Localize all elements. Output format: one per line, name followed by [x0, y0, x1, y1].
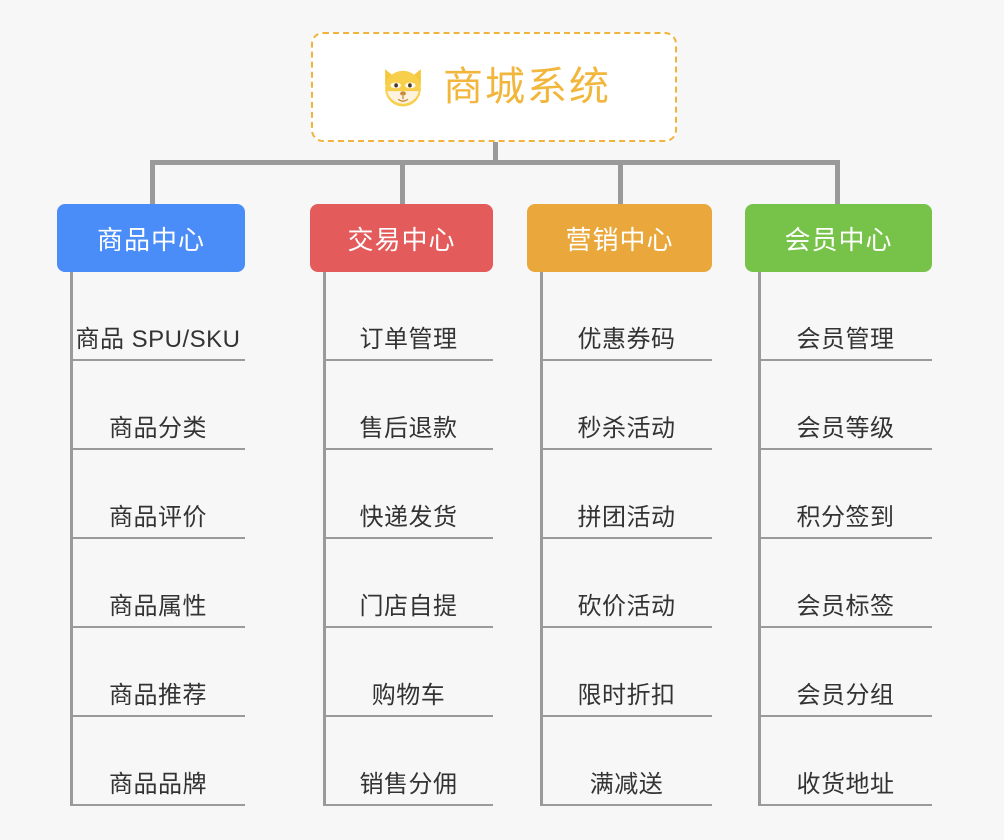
leaf-label: 订单管理 [359, 326, 458, 353]
leaf-list-3: 会员管理 会员等级 积分签到 会员标签 会员分组 收货地址 [745, 272, 932, 806]
leaf-item[interactable]: 限时折扣 [541, 628, 712, 717]
connector-trunk [493, 142, 498, 164]
leaf-label: 购物车 [371, 682, 446, 709]
leaf-label: 优惠券码 [577, 326, 676, 353]
leaf-label: 拼团活动 [577, 504, 676, 531]
leaf-item[interactable]: 商品评价 [71, 450, 245, 539]
leaf-label: 会员管理 [796, 326, 895, 353]
leaf-label: 商品属性 [109, 593, 207, 620]
leaf-item[interactable]: 砍价活动 [541, 539, 712, 628]
leaf-item[interactable]: 订单管理 [324, 272, 493, 361]
connector-drop-2 [400, 160, 405, 206]
leaf-item[interactable]: 快递发货 [324, 450, 493, 539]
leaf-item[interactable]: 会员标签 [759, 539, 932, 628]
root-node-mall-system[interactable]: 商城系统 [311, 32, 677, 142]
connector-drop-1 [150, 160, 155, 206]
leaf-item[interactable]: 销售分佣 [324, 717, 493, 806]
category-title-3: 会员中心 [784, 224, 893, 255]
leaf-label: 商品分类 [109, 415, 207, 442]
leaf-spine-3 [758, 272, 761, 806]
leaf-item[interactable]: 优惠券码 [541, 272, 712, 361]
leaf-item[interactable]: 商品推荐 [71, 628, 245, 717]
connector-drop-3 [618, 160, 623, 206]
column-member-center: 会员中心 会员管理 会员等级 积分签到 会员标签 会员分组 收货地址 [745, 204, 932, 806]
leaf-item[interactable]: 满减送 [541, 717, 712, 806]
leaf-spine-1 [323, 272, 326, 806]
category-header-0[interactable]: 商品中心 [57, 204, 245, 272]
leaf-list-0: 商品 SPU/SKU 商品分类 商品评价 商品属性 商品推荐 商品品牌 [57, 272, 245, 806]
leaf-list-1: 订单管理 售后退款 快递发货 门店自提 购物车 销售分佣 [310, 272, 493, 806]
leaf-label: 秒杀活动 [577, 415, 676, 442]
category-header-1[interactable]: 交易中心 [310, 204, 493, 272]
leaf-label: 砍价活动 [577, 593, 676, 620]
column-marketing-center: 营销中心 优惠券码 秒杀活动 拼团活动 砍价活动 限时折扣 满减送 [527, 204, 712, 806]
category-title-1: 交易中心 [347, 224, 456, 255]
leaf-label: 满减送 [589, 771, 664, 798]
leaf-spine-2 [540, 272, 543, 806]
leaf-label: 商品推荐 [109, 682, 207, 709]
leaf-item[interactable]: 收货地址 [759, 717, 932, 806]
leaf-label: 会员等级 [796, 415, 895, 442]
category-header-2[interactable]: 营销中心 [527, 204, 712, 272]
leaf-item[interactable]: 会员管理 [759, 272, 932, 361]
shiba-dog-face-icon [385, 69, 421, 109]
connector-horizontal-bus [150, 160, 840, 165]
leaf-label: 商品品牌 [109, 771, 207, 798]
root-node-title: 商城系统 [443, 65, 611, 109]
category-header-3[interactable]: 会员中心 [745, 204, 932, 272]
leaf-item[interactable]: 商品品牌 [71, 717, 245, 806]
category-title-2: 营销中心 [565, 224, 674, 255]
leaf-item[interactable]: 商品 SPU/SKU [71, 272, 245, 361]
leaf-label: 收货地址 [796, 771, 895, 798]
leaf-label: 商品 SPU/SKU [75, 326, 241, 353]
leaf-item[interactable]: 门店自提 [324, 539, 493, 628]
leaf-item[interactable]: 会员分组 [759, 628, 932, 717]
leaf-label: 会员分组 [796, 682, 895, 709]
leaf-spine-0 [70, 272, 73, 806]
leaf-label: 快递发货 [359, 504, 458, 531]
leaf-item[interactable]: 积分签到 [759, 450, 932, 539]
leaf-label: 会员标签 [796, 593, 895, 620]
column-trade-center: 交易中心 订单管理 售后退款 快递发货 门店自提 购物车 销售分佣 [310, 204, 493, 806]
leaf-label: 限时折扣 [577, 682, 676, 709]
leaf-item[interactable]: 秒杀活动 [541, 361, 712, 450]
leaf-label: 商品评价 [109, 504, 207, 531]
leaf-item[interactable]: 售后退款 [324, 361, 493, 450]
category-title-0: 商品中心 [96, 224, 205, 255]
leaf-item[interactable]: 拼团活动 [541, 450, 712, 539]
column-product-center: 商品中心 商品 SPU/SKU 商品分类 商品评价 商品属性 商品推荐 商品品牌 [57, 204, 245, 806]
leaf-label: 售后退款 [359, 415, 458, 442]
leaf-item[interactable]: 商品分类 [71, 361, 245, 450]
leaf-label: 积分签到 [796, 504, 895, 531]
leaf-label: 门店自提 [359, 593, 458, 620]
connector-drop-4 [835, 160, 840, 206]
leaf-item[interactable]: 会员等级 [759, 361, 932, 450]
leaf-item[interactable]: 购物车 [324, 628, 493, 717]
leaf-item[interactable]: 商品属性 [71, 539, 245, 628]
leaf-label: 销售分佣 [359, 771, 458, 798]
leaf-list-2: 优惠券码 秒杀活动 拼团活动 砍价活动 限时折扣 满减送 [527, 272, 712, 806]
